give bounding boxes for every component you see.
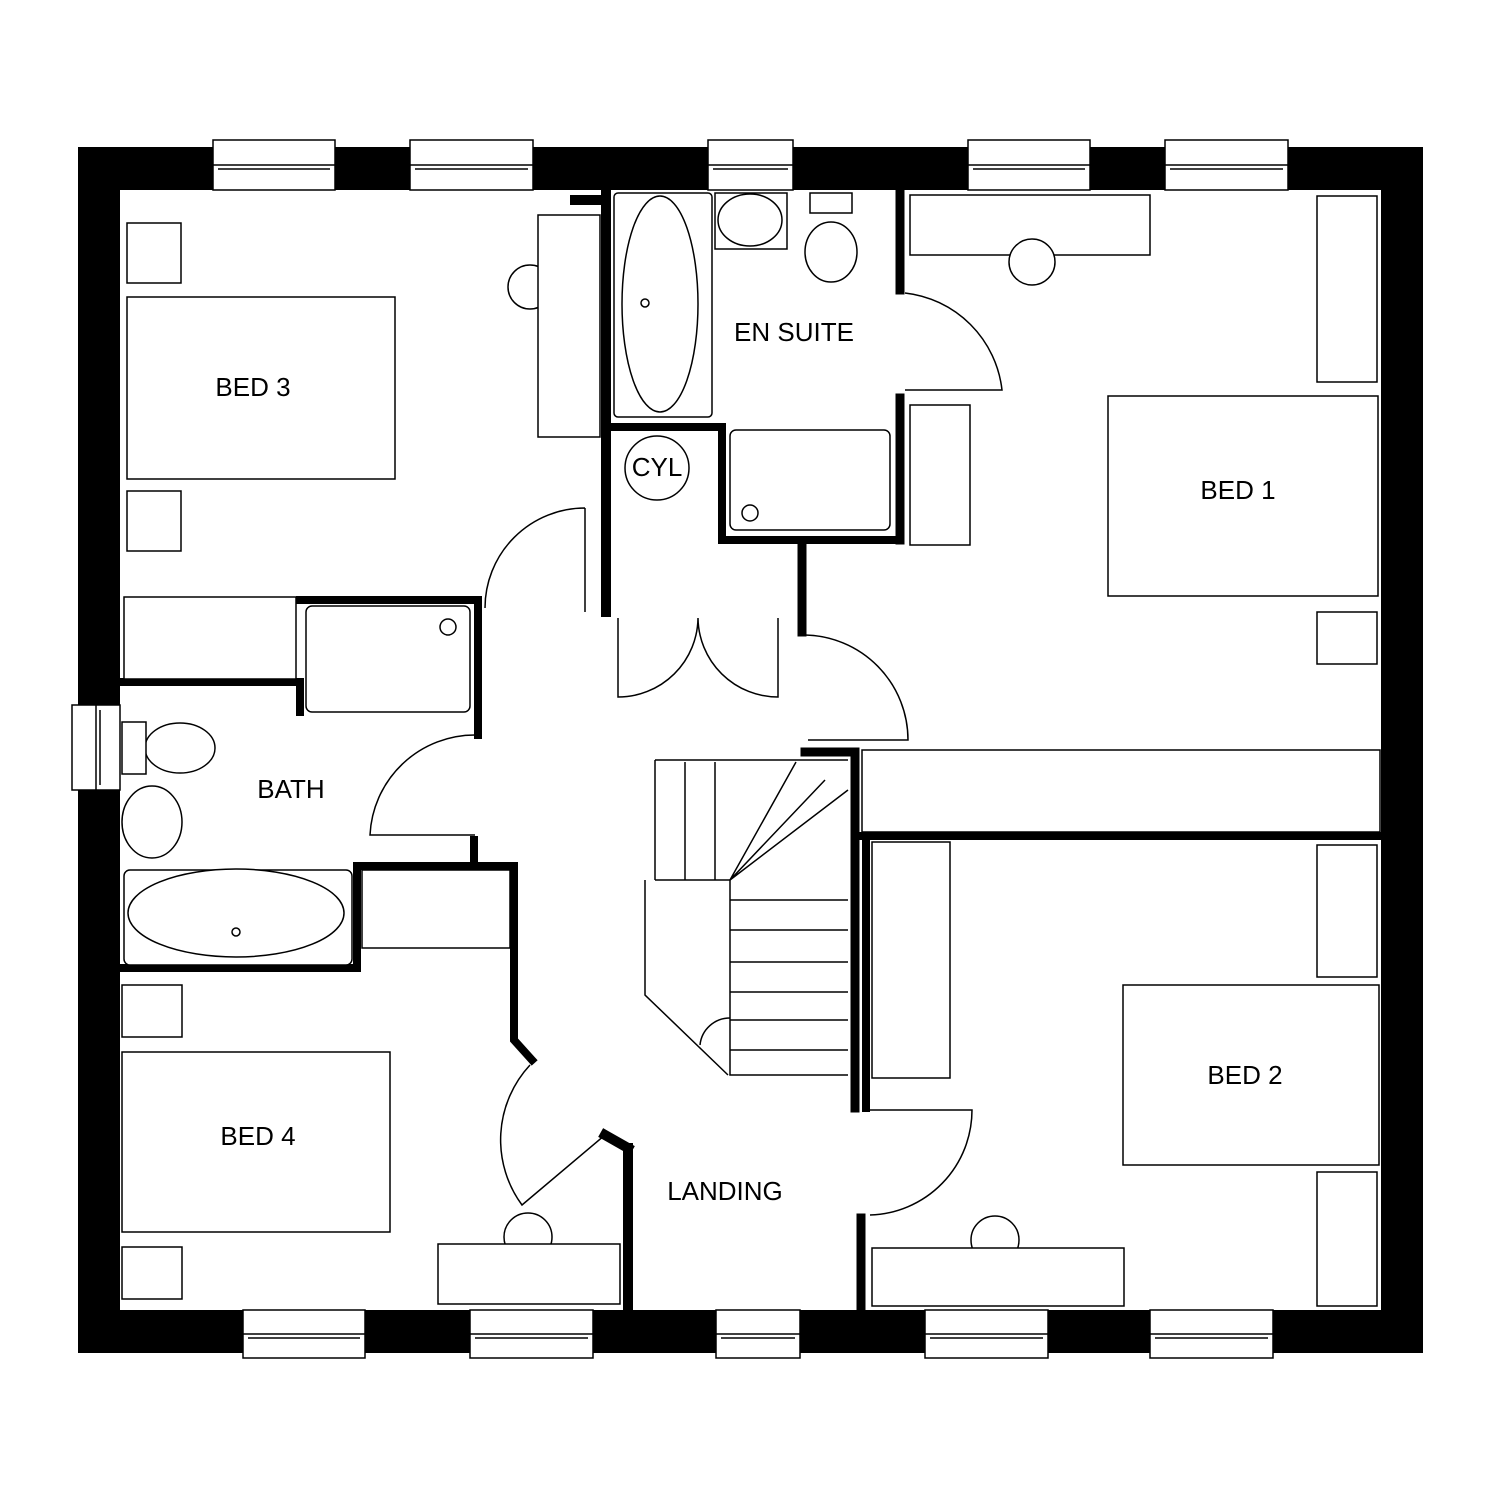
staircase — [644, 759, 849, 1076]
label-cyl: CYL — [632, 452, 683, 482]
interior-walls — [120, 185, 1385, 1313]
label-bed2: BED 2 — [1207, 1060, 1282, 1090]
label-landing: LANDING — [667, 1176, 783, 1206]
doors — [369, 292, 1003, 1216]
label-bed3: BED 3 — [215, 372, 290, 402]
label-bath: BATH — [257, 774, 324, 804]
label-bed1: BED 1 — [1200, 475, 1275, 505]
windows — [71, 139, 1289, 1359]
label-en-suite: EN SUITE — [734, 317, 854, 347]
label-bed4: BED 4 — [220, 1121, 295, 1151]
room-labels: BED 3 EN SUITE CYL BED 1 BATH BED 4 LAND… — [215, 317, 1282, 1206]
furniture — [121, 192, 1381, 1307]
